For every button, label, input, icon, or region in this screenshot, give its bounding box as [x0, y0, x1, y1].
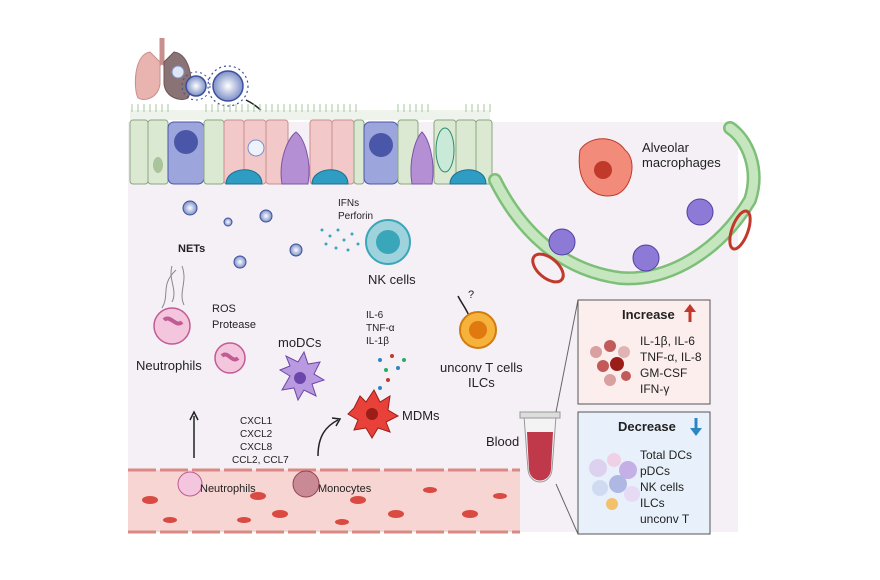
neutrophil-icon	[214, 342, 246, 374]
decrease-title: Decrease	[618, 419, 676, 434]
cxcl1-label: CXCL1	[240, 416, 273, 427]
ccl-label: CCL2, CCL7	[232, 455, 289, 466]
alveolar-wall	[488, 121, 761, 286]
question-label: ?	[468, 289, 474, 301]
neutrophil-icon	[153, 307, 191, 345]
airway-epithelium	[129, 104, 493, 185]
cxcl8-label: CXCL8	[240, 442, 273, 453]
modc-icon	[278, 350, 326, 402]
decrease-item: pDCs	[640, 464, 670, 478]
cxcl2-label: CXCL2	[240, 429, 273, 440]
ifns-label: IFNs	[338, 198, 359, 209]
perforin-label: Perforin	[338, 211, 373, 222]
alveolar-macrophages-label-2: macrophages	[642, 155, 721, 170]
tnfa-label: TNF-α	[366, 323, 395, 334]
il6-label: IL-6	[366, 310, 384, 321]
virus-icon	[181, 71, 211, 101]
decrease-item: Total DCs	[640, 448, 692, 462]
connector-line	[555, 483, 579, 535]
protease-label: Protease	[212, 319, 256, 331]
neutrophils-vessel-label: Neutrophils	[200, 483, 256, 495]
monocyte-icon	[292, 470, 320, 498]
decrease-panel: Decrease Total DCs pDCs NK cells ILCs un…	[577, 411, 711, 535]
unconv-t-cell-icon	[459, 311, 497, 349]
il1b-label: IL-1β	[366, 336, 389, 347]
monocytes-label: Monocytes	[318, 483, 372, 495]
blood-label: Blood	[486, 434, 519, 449]
up-arrow-head-icon	[684, 304, 696, 312]
alveolar-macrophage-icon	[578, 138, 633, 197]
virus-icon	[207, 65, 249, 107]
nk-cell-icon	[365, 219, 411, 265]
increase-panel: Increase IL-1β, IL-6 TNF-α, IL-8 GM-CSF …	[577, 299, 711, 405]
increase-item: IFN-γ	[640, 382, 669, 396]
cytokine-dots	[372, 354, 406, 398]
connector-line	[555, 299, 579, 413]
blood-tube-icon	[519, 411, 561, 483]
unconv-t-label-2: ILCs	[468, 375, 495, 390]
decrease-item: NK cells	[640, 480, 684, 494]
mdm-icon	[347, 389, 400, 439]
alveolar-macrophages-label-1: Alveolar	[642, 140, 690, 155]
mdms-label: MDMs	[402, 408, 440, 423]
arrowhead-icon	[331, 417, 342, 427]
increase-item: IL-1β, IL-6	[640, 334, 695, 348]
increase-title: Increase	[622, 307, 675, 322]
virus-icon	[259, 209, 273, 223]
down-arrow-head-icon	[690, 428, 702, 436]
immune-cell-cluster-icon	[589, 453, 640, 510]
decrease-item: unconv T	[640, 512, 690, 526]
modcs-label: moDCs	[278, 335, 322, 350]
nets-label: NETs	[178, 243, 205, 255]
virus-icon	[223, 217, 233, 227]
neutrophils-tissue-label: Neutrophils	[136, 358, 202, 373]
increase-item: TNF-α, IL-8	[640, 350, 702, 364]
virus-icon	[289, 243, 303, 257]
net-strands	[161, 265, 185, 309]
blood-vessel	[128, 468, 520, 534]
virus-icon	[233, 255, 247, 269]
unconv-t-label-1: unconv T cells	[440, 360, 523, 375]
monocyte-migration-arrow	[317, 419, 339, 457]
increase-item: GM-CSF	[640, 366, 687, 380]
cytokine-dots	[320, 228, 360, 252]
neutrophil-icon	[177, 471, 203, 497]
ros-label: ROS	[212, 303, 236, 315]
decrease-item: ILCs	[640, 496, 665, 510]
nk-cells-label: NK cells	[368, 272, 416, 287]
virus-icon	[182, 200, 198, 216]
cytokine-cluster-icon	[590, 340, 631, 386]
lungs-icon	[134, 38, 192, 100]
arrowhead-icon	[189, 410, 199, 421]
